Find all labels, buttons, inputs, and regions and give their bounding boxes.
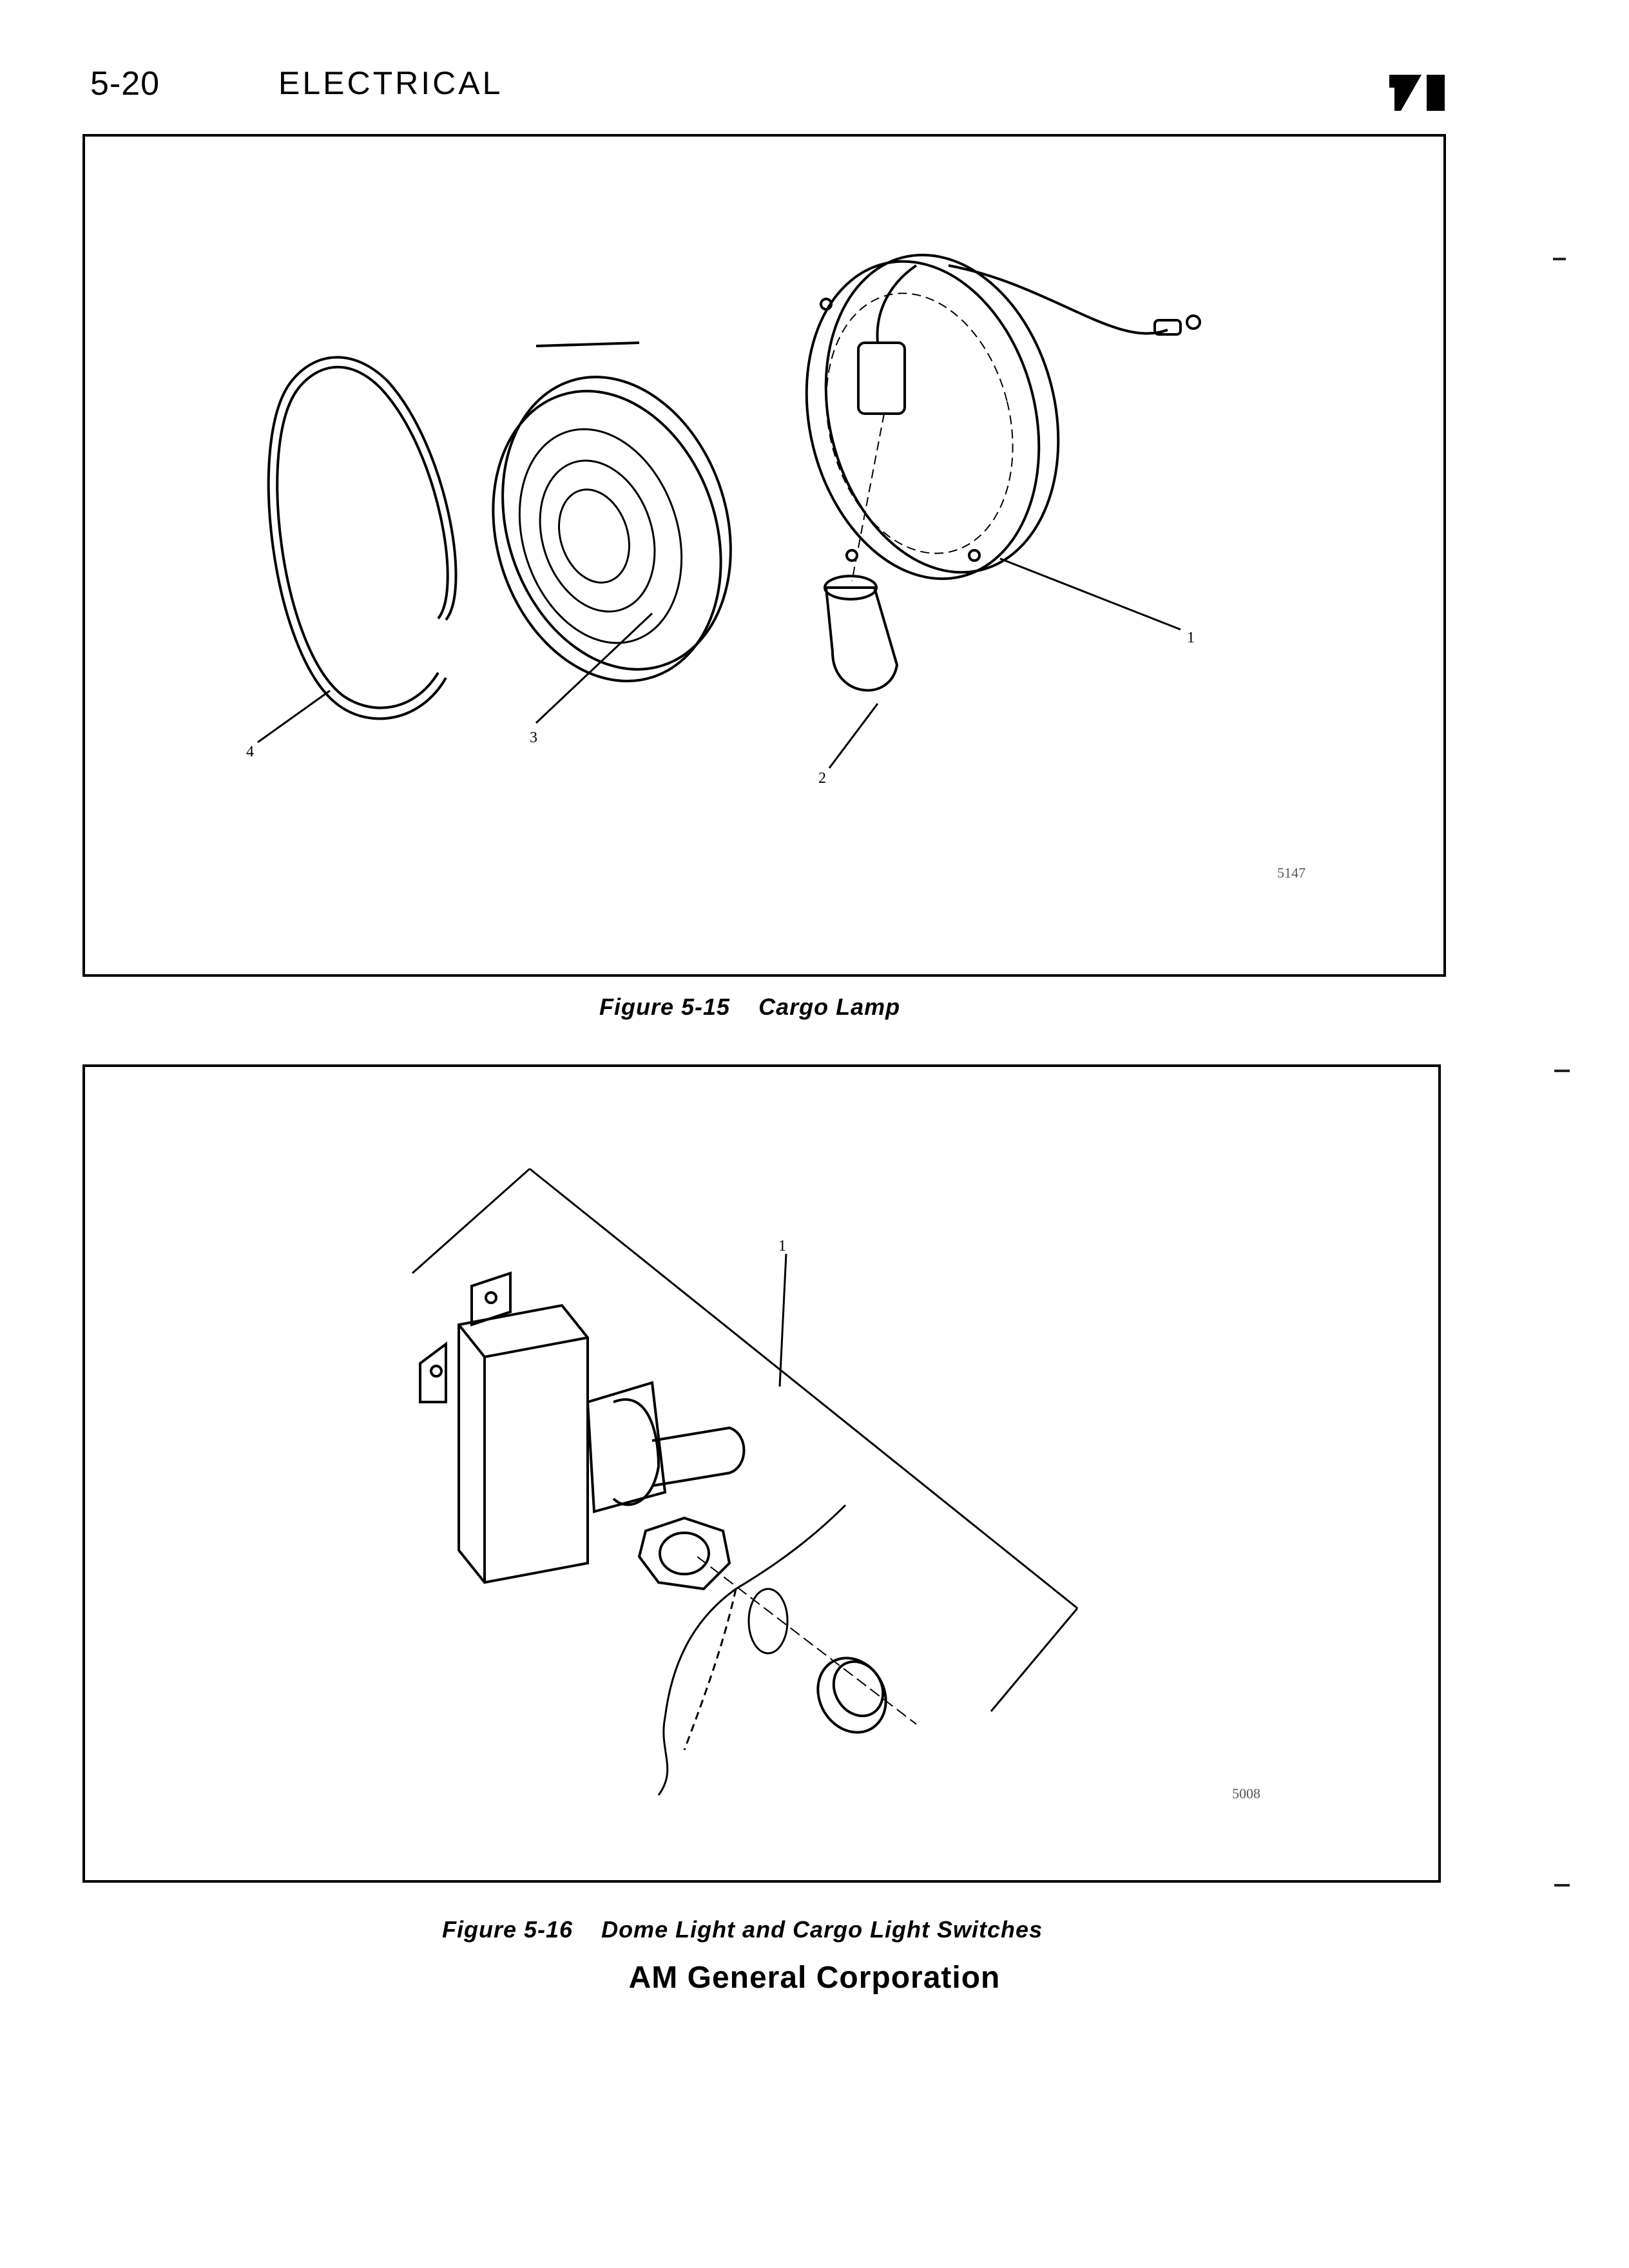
company-name: AM General Corporation bbox=[628, 1961, 1001, 1995]
toggle-switch bbox=[419, 1271, 746, 1584]
section-title: ELECTRICAL bbox=[278, 65, 503, 101]
callout-3: 3 bbox=[530, 729, 537, 746]
bezel-nut bbox=[816, 1657, 887, 1734]
hex-nut bbox=[637, 1516, 731, 1591]
lamp-lens bbox=[492, 341, 732, 682]
mounting-panel bbox=[657, 1504, 847, 1796]
retaining-ring bbox=[267, 356, 458, 720]
page-number: 5-20 bbox=[90, 65, 160, 102]
lamp-housing bbox=[805, 253, 1201, 581]
callout-4: 4 bbox=[246, 744, 254, 760]
am-general-logo-icon bbox=[1389, 75, 1445, 111]
figure-art-id: 5008 bbox=[1232, 1785, 1260, 1802]
figure-5-16-panel: 1 5008 bbox=[82, 1064, 1441, 1883]
callout-1: 1 bbox=[778, 1238, 786, 1254]
figure-art-id: 5147 bbox=[1277, 865, 1306, 881]
callout-1: 1 bbox=[1187, 629, 1195, 646]
figure-5-16-caption: Figure 5-16 Dome Light and Cargo Light S… bbox=[442, 1916, 1043, 1943]
figure-5-15-caption: Figure 5-15 Cargo Lamp bbox=[599, 994, 901, 1020]
figure-5-15-panel: 1 2 3 4 5147 bbox=[82, 134, 1446, 977]
toggle-switch-illustration: 1 5008 bbox=[412, 1168, 1260, 1802]
margin-mark bbox=[1554, 1884, 1570, 1887]
cargo-lamp-illustration: 1 2 3 4 5147 bbox=[246, 253, 1306, 881]
callout-2: 2 bbox=[818, 770, 826, 787]
margin-mark bbox=[1553, 258, 1566, 260]
lamp-bulb bbox=[824, 413, 899, 692]
margin-mark bbox=[1554, 1070, 1570, 1072]
